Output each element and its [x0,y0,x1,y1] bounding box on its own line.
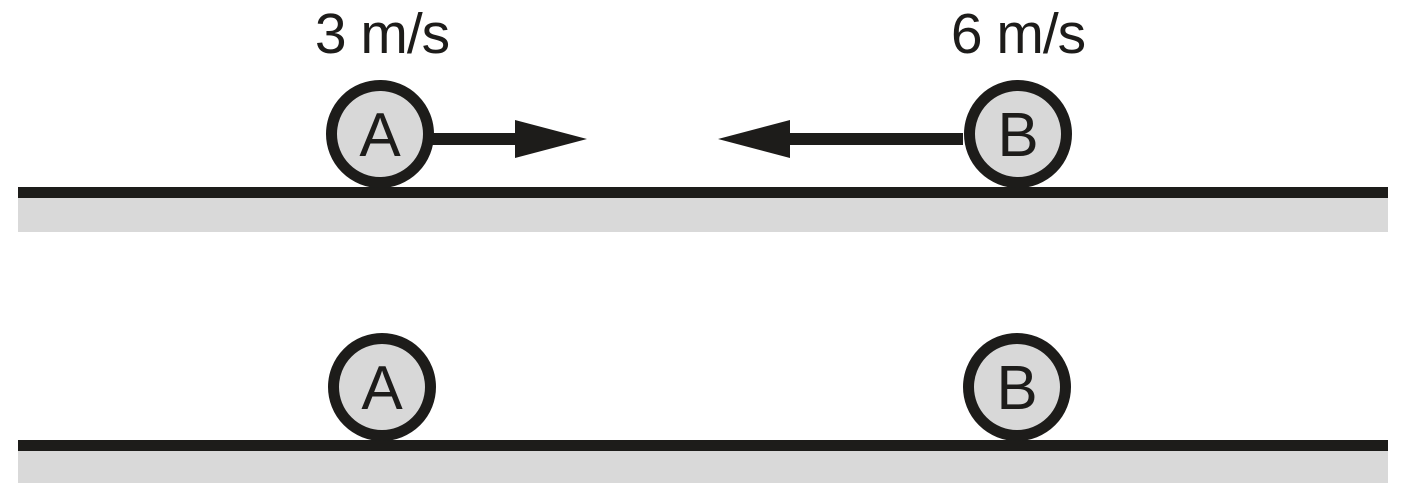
ground-surface-line-top [18,187,1388,198]
ground-shading-bottom [18,451,1388,483]
ball-b-label: B [997,101,1039,170]
ball-b-moving: B [964,80,1072,188]
ball-a-moving: A [326,80,434,188]
ball-b-label: B [996,354,1038,423]
ground-shading-top [18,198,1388,232]
ball-a-at-rest: A [328,333,436,441]
velocity-label-ball-b: 6 m/s [950,2,1086,66]
ball-b-at-rest: B [963,333,1071,441]
ball-a-label: A [361,354,403,423]
ball-a-label: A [359,101,401,170]
right-arrow-icon [432,120,587,158]
ground-surface-line-bottom [18,440,1388,451]
velocity-label-ball-a: 3 m/s [314,2,450,66]
left-arrow-icon [718,120,963,158]
